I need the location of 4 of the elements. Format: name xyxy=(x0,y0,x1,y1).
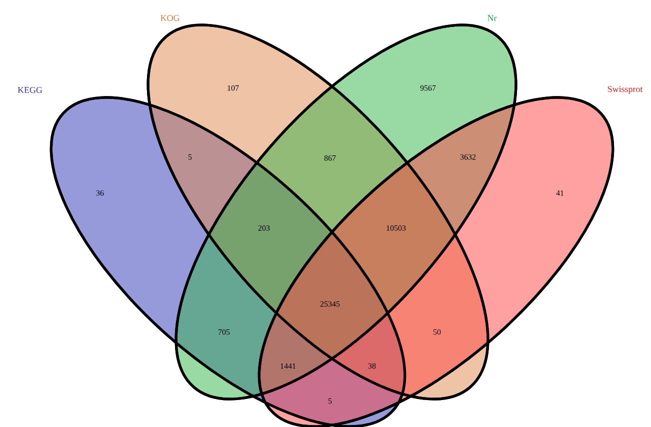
set-label: Nr xyxy=(488,15,497,21)
set-label: KOG xyxy=(160,14,180,22)
set-label: Swissprot xyxy=(608,86,643,94)
set-label: KEGG xyxy=(18,86,42,94)
